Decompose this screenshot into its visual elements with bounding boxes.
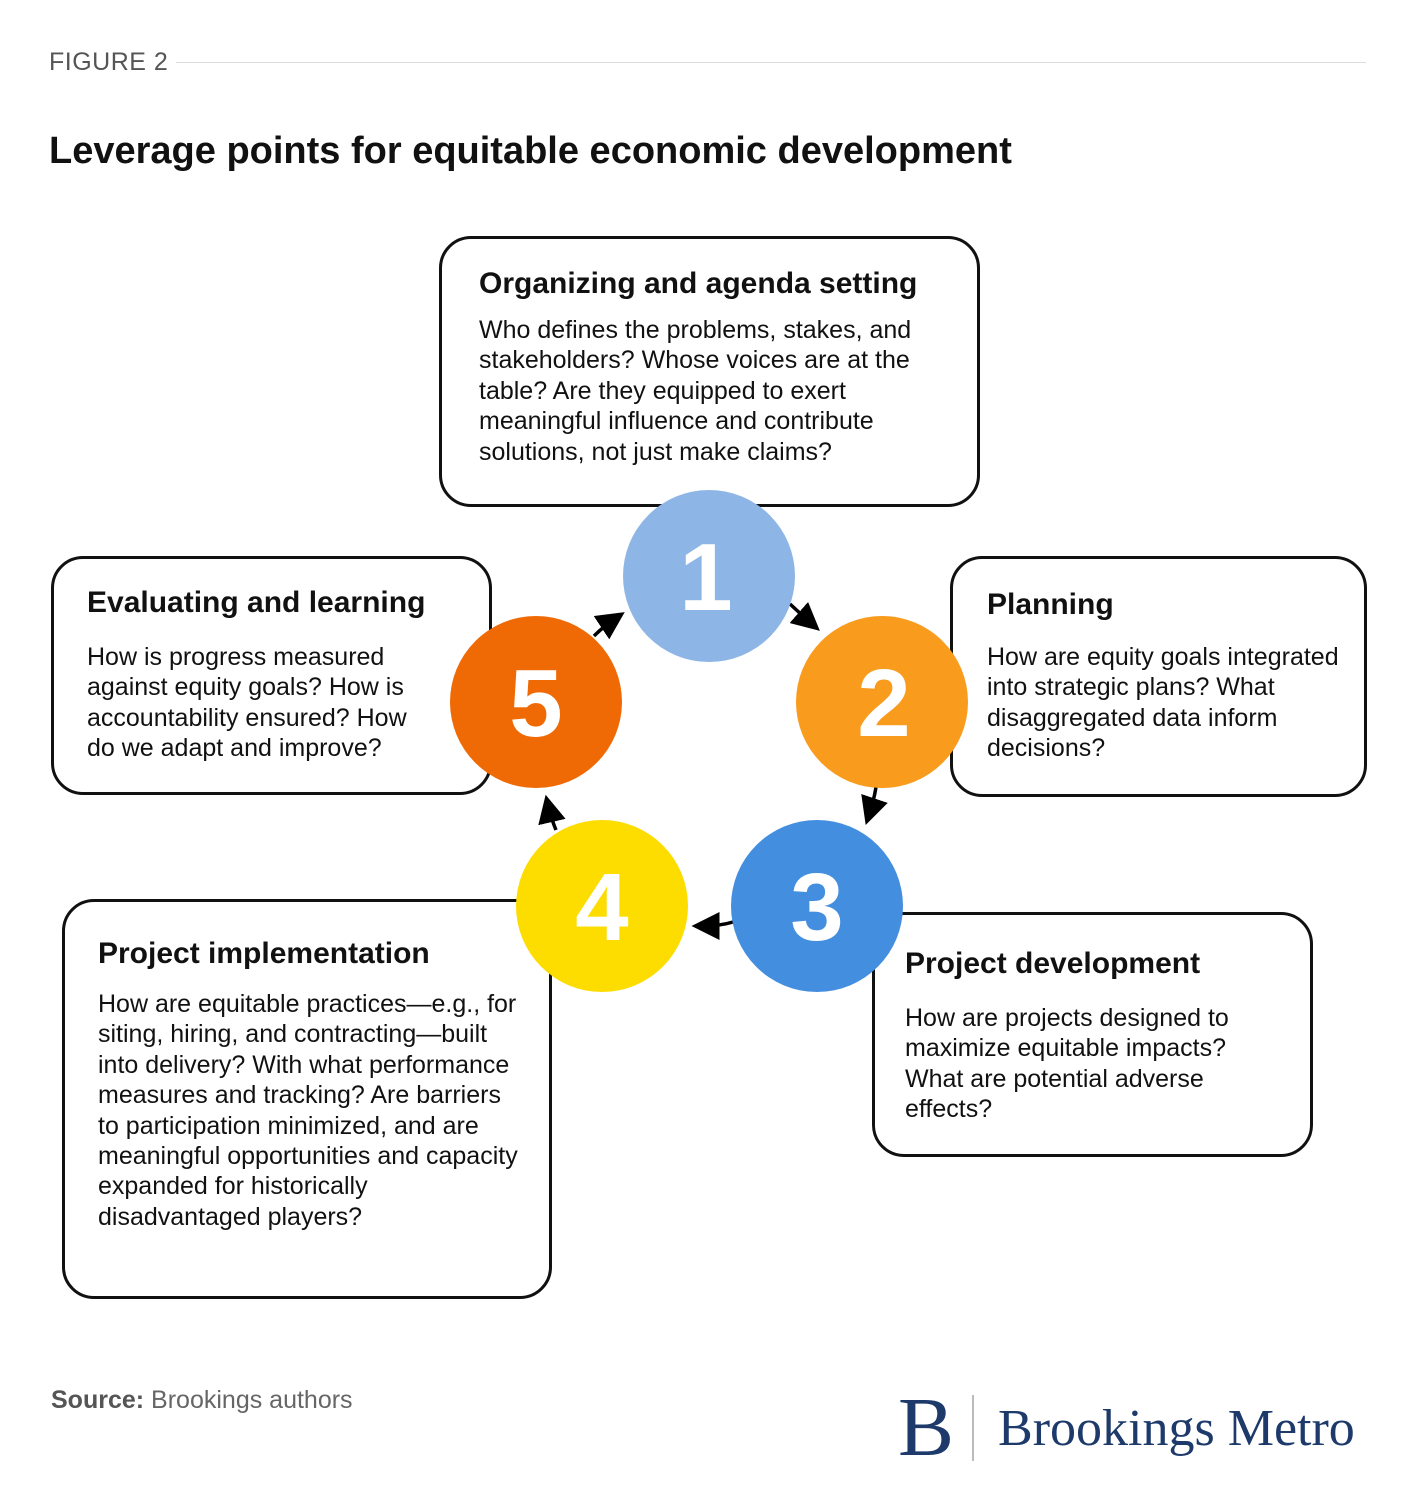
step-heading: Planning [987,588,1114,621]
source-text: Brookings authors [151,1386,353,1414]
step-body: How are equity goals integrated into str… [987,643,1339,763]
arrow-5-to-1 [592,612,625,640]
step-number: 1 [679,524,732,631]
brookings-metro-logo: B Brookings Metro [898,1386,1355,1470]
step-body: Who defines the problems, stakes, and st… [479,316,912,466]
step-circle-4: 4 [516,820,688,992]
source-note: Source: Brookings authors [51,1386,353,1415]
arrow-3-to-4 [691,911,734,940]
step-box-implementation: Project implementation How are equitable… [62,899,552,1299]
source-label: Source: [51,1386,145,1414]
step-number: 3 [790,854,843,961]
figure-title: Leverage points for equitable economic d… [49,130,1012,172]
step-heading: Project development [905,947,1201,980]
logo-divider [972,1395,975,1461]
step-heading: Evaluating and learning [87,586,426,619]
step-circle-1: 1 [623,490,795,662]
step-box-organizing: Organizing and agenda setting Who define… [439,236,980,507]
logo-name: Brookings Metro [998,1399,1355,1457]
step-heading: Project implementation [98,937,430,970]
arrow-1-to-2 [788,601,820,631]
step-body: How are projects designed to maximize eq… [905,1004,1229,1124]
step-body: How are equitable practices—e.g., for si… [98,990,518,1231]
step-circle-3: 3 [731,820,903,992]
step-body: How is progress measured against equity … [87,643,407,763]
step-heading: Organizing and agenda setting [479,267,918,300]
logo-mark: B [898,1381,955,1474]
step-number: 5 [509,650,562,757]
arrow-2-to-3 [861,786,888,825]
header-divider [176,62,1366,63]
step-box-evaluating: Evaluating and learning How is progress … [51,556,492,795]
step-number: 2 [857,650,910,757]
step-circle-2: 2 [796,616,968,788]
arrow-4-to-5 [538,794,566,831]
figure-label: FIGURE 2 [49,48,169,76]
step-box-development: Project development How are projects des… [872,912,1313,1157]
step-number: 4 [575,854,628,961]
step-box-planning: Planning How are equity goals integrated… [950,556,1367,797]
step-circle-5: 5 [450,616,622,788]
